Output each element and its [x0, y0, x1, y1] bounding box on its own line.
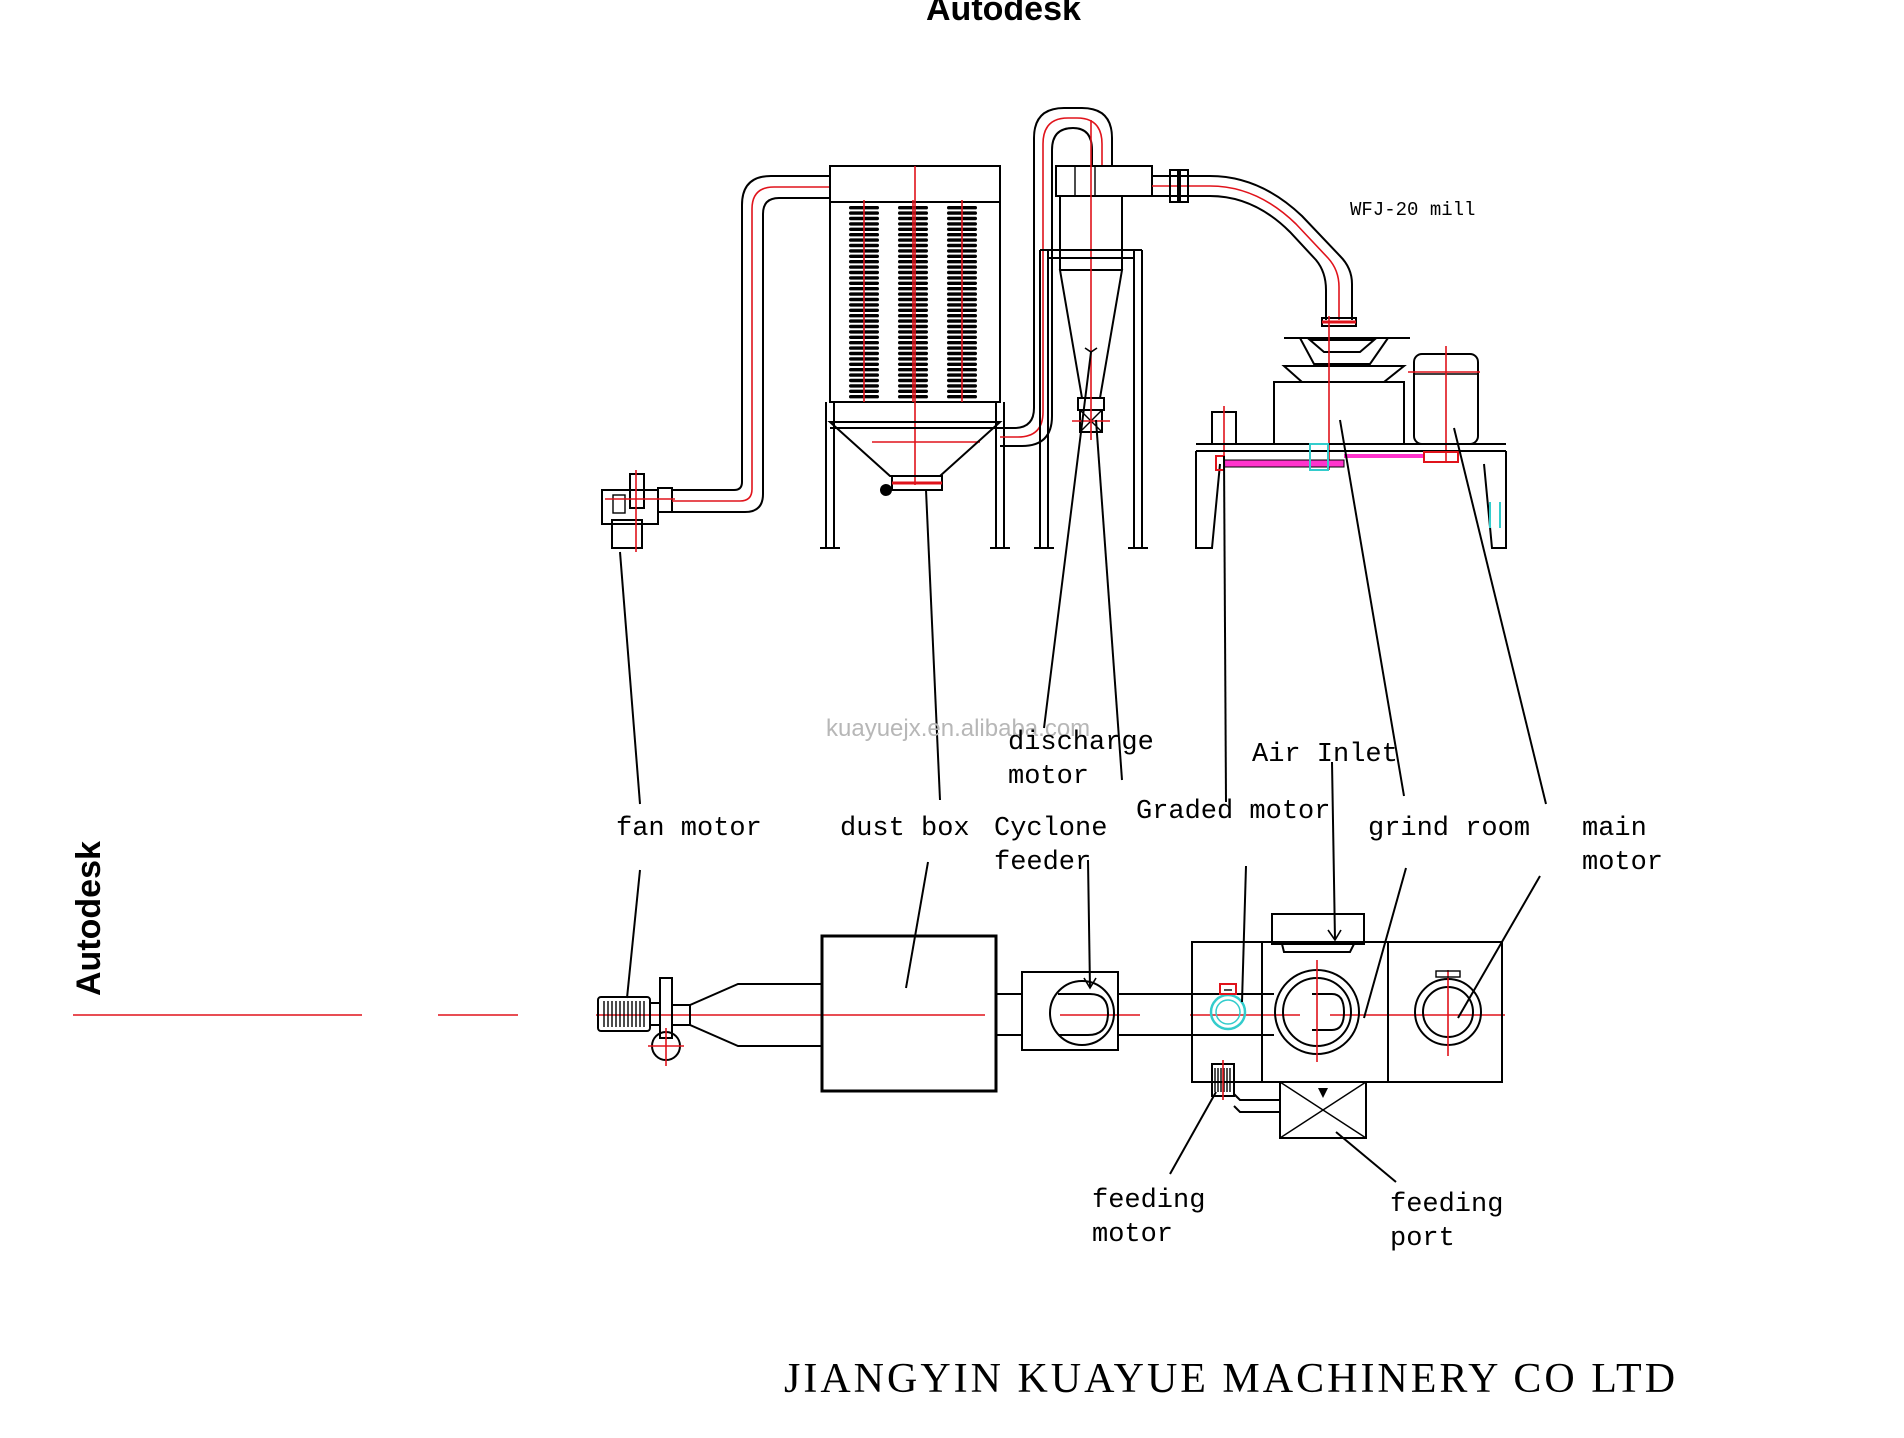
mill-table [1195, 443, 1507, 549]
plan-leaders [626, 761, 1541, 1183]
elevation-leaders [619, 347, 1547, 805]
label-main-motor: main motor [1582, 814, 1664, 878]
label-dust-box: dust box [840, 814, 970, 844]
mill-elevation [1211, 316, 1480, 470]
model-label: WFJ-20 mill [1350, 199, 1476, 221]
fan-plan [597, 977, 822, 1066]
label-feeding-motor: feeding motor [1092, 1186, 1206, 1250]
mill-plan [1191, 913, 1503, 1139]
label-fan-motor: fan motor [616, 814, 762, 844]
dust-box-plan [820, 934, 998, 1093]
cyclone-pipe [1000, 107, 1113, 447]
company-name: JIANGYIN KUAYUE MACHINERY CO LTD [784, 1356, 1679, 1402]
outlet-pipe [1152, 169, 1357, 327]
label-discharge-motor: discharge motor [1008, 728, 1154, 792]
watermark-top: Autodesk [926, 0, 1081, 28]
label-grind-room: grind room [1368, 814, 1531, 844]
watermark-side: Autodesk [70, 841, 108, 996]
fan-elevation [601, 470, 675, 552]
site-watermark: kuayuejx.en.alibaba.com [826, 715, 1091, 742]
label-feeding-port: feeding port [1390, 1190, 1504, 1254]
fan-pipe [672, 175, 830, 513]
label-air-inlet: Air Inlet [1252, 740, 1398, 770]
label-cyclone-feeder: Cyclone feeder [994, 814, 1108, 878]
label-graded-motor: Graded motor [1136, 797, 1331, 827]
cyclone-elevation [1034, 120, 1153, 549]
dust-box-elevation [820, 165, 1010, 549]
cyclone-plan [996, 971, 1274, 1051]
